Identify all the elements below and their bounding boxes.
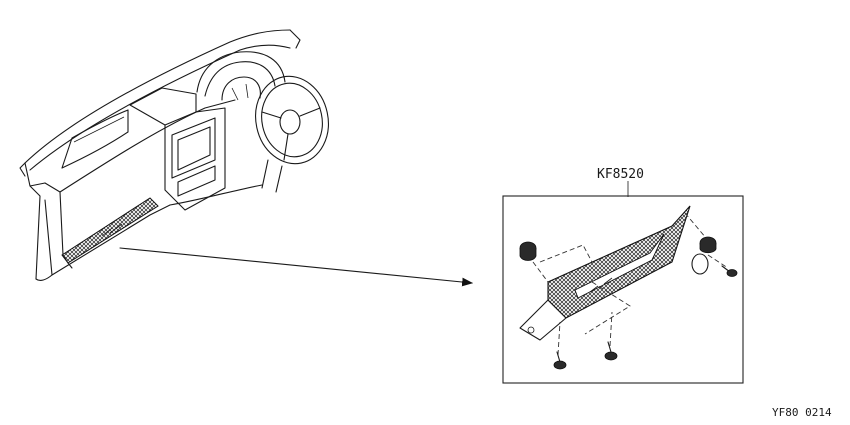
part-number-label: KF8520 — [597, 167, 644, 182]
screw-right-icon — [721, 265, 738, 277]
figure-code: YF80 0214 — [772, 406, 832, 419]
clip-left-icon — [519, 241, 537, 261]
screw-bottom-left-icon — [553, 351, 567, 370]
clip-right-icon — [699, 236, 717, 254]
screw-bottom-right-icon — [604, 341, 618, 361]
grommet-ring-icon — [691, 253, 709, 275]
detail-box: KF8520 — [502, 167, 744, 384]
leader-arrow — [119, 247, 474, 287]
dashboard-illustration — [19, 29, 329, 281]
